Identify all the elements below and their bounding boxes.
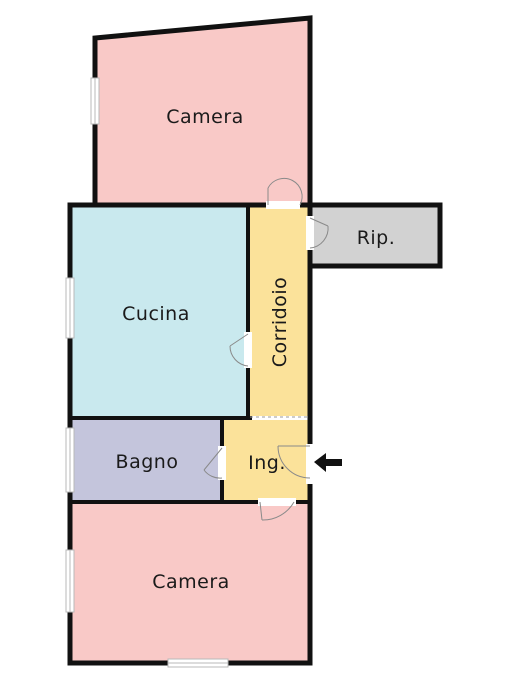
door-opening-entrance (306, 444, 314, 484)
door-opening-ripostiglio (306, 216, 314, 250)
label-camera-bottom: Camera (152, 571, 230, 593)
door-cucina[interactable] (229, 333, 249, 367)
room-camera-bottom[interactable] (72, 504, 308, 661)
door-opening-bagno (218, 446, 226, 480)
windows (65, 77, 229, 668)
door-ripostiglio[interactable] (309, 217, 329, 249)
doors (203, 177, 329, 521)
room-bagno[interactable] (72, 420, 222, 500)
door-opening-cucina (244, 332, 252, 368)
room-corridoio[interactable] (250, 206, 308, 416)
room-camera-top[interactable] (95, 18, 310, 205)
label-ripostiglio: Rip. (357, 227, 396, 249)
wall-ripostiglio (307, 202, 443, 269)
door-bagno[interactable] (203, 447, 223, 479)
room-ripostiglio[interactable] (310, 206, 438, 264)
door-entrance[interactable] (277, 445, 311, 479)
door-camera-top[interactable] (267, 177, 303, 206)
arrow-left-icon (314, 453, 342, 472)
door-opening-camera-top (266, 201, 300, 209)
label-bagno: Bagno (116, 451, 179, 473)
label-cucina: Cucina (122, 303, 190, 325)
entrance-arrow (314, 453, 342, 472)
room-ingresso[interactable] (224, 420, 310, 500)
label-corridoio: Corridoio (269, 277, 291, 368)
room-cucina[interactable] (72, 206, 247, 416)
label-ingresso: Ing. (248, 452, 286, 474)
label-camera-top: Camera (166, 106, 244, 128)
door-opening-camera-bottom (258, 498, 296, 506)
door-camera-bottom[interactable] (259, 501, 295, 521)
